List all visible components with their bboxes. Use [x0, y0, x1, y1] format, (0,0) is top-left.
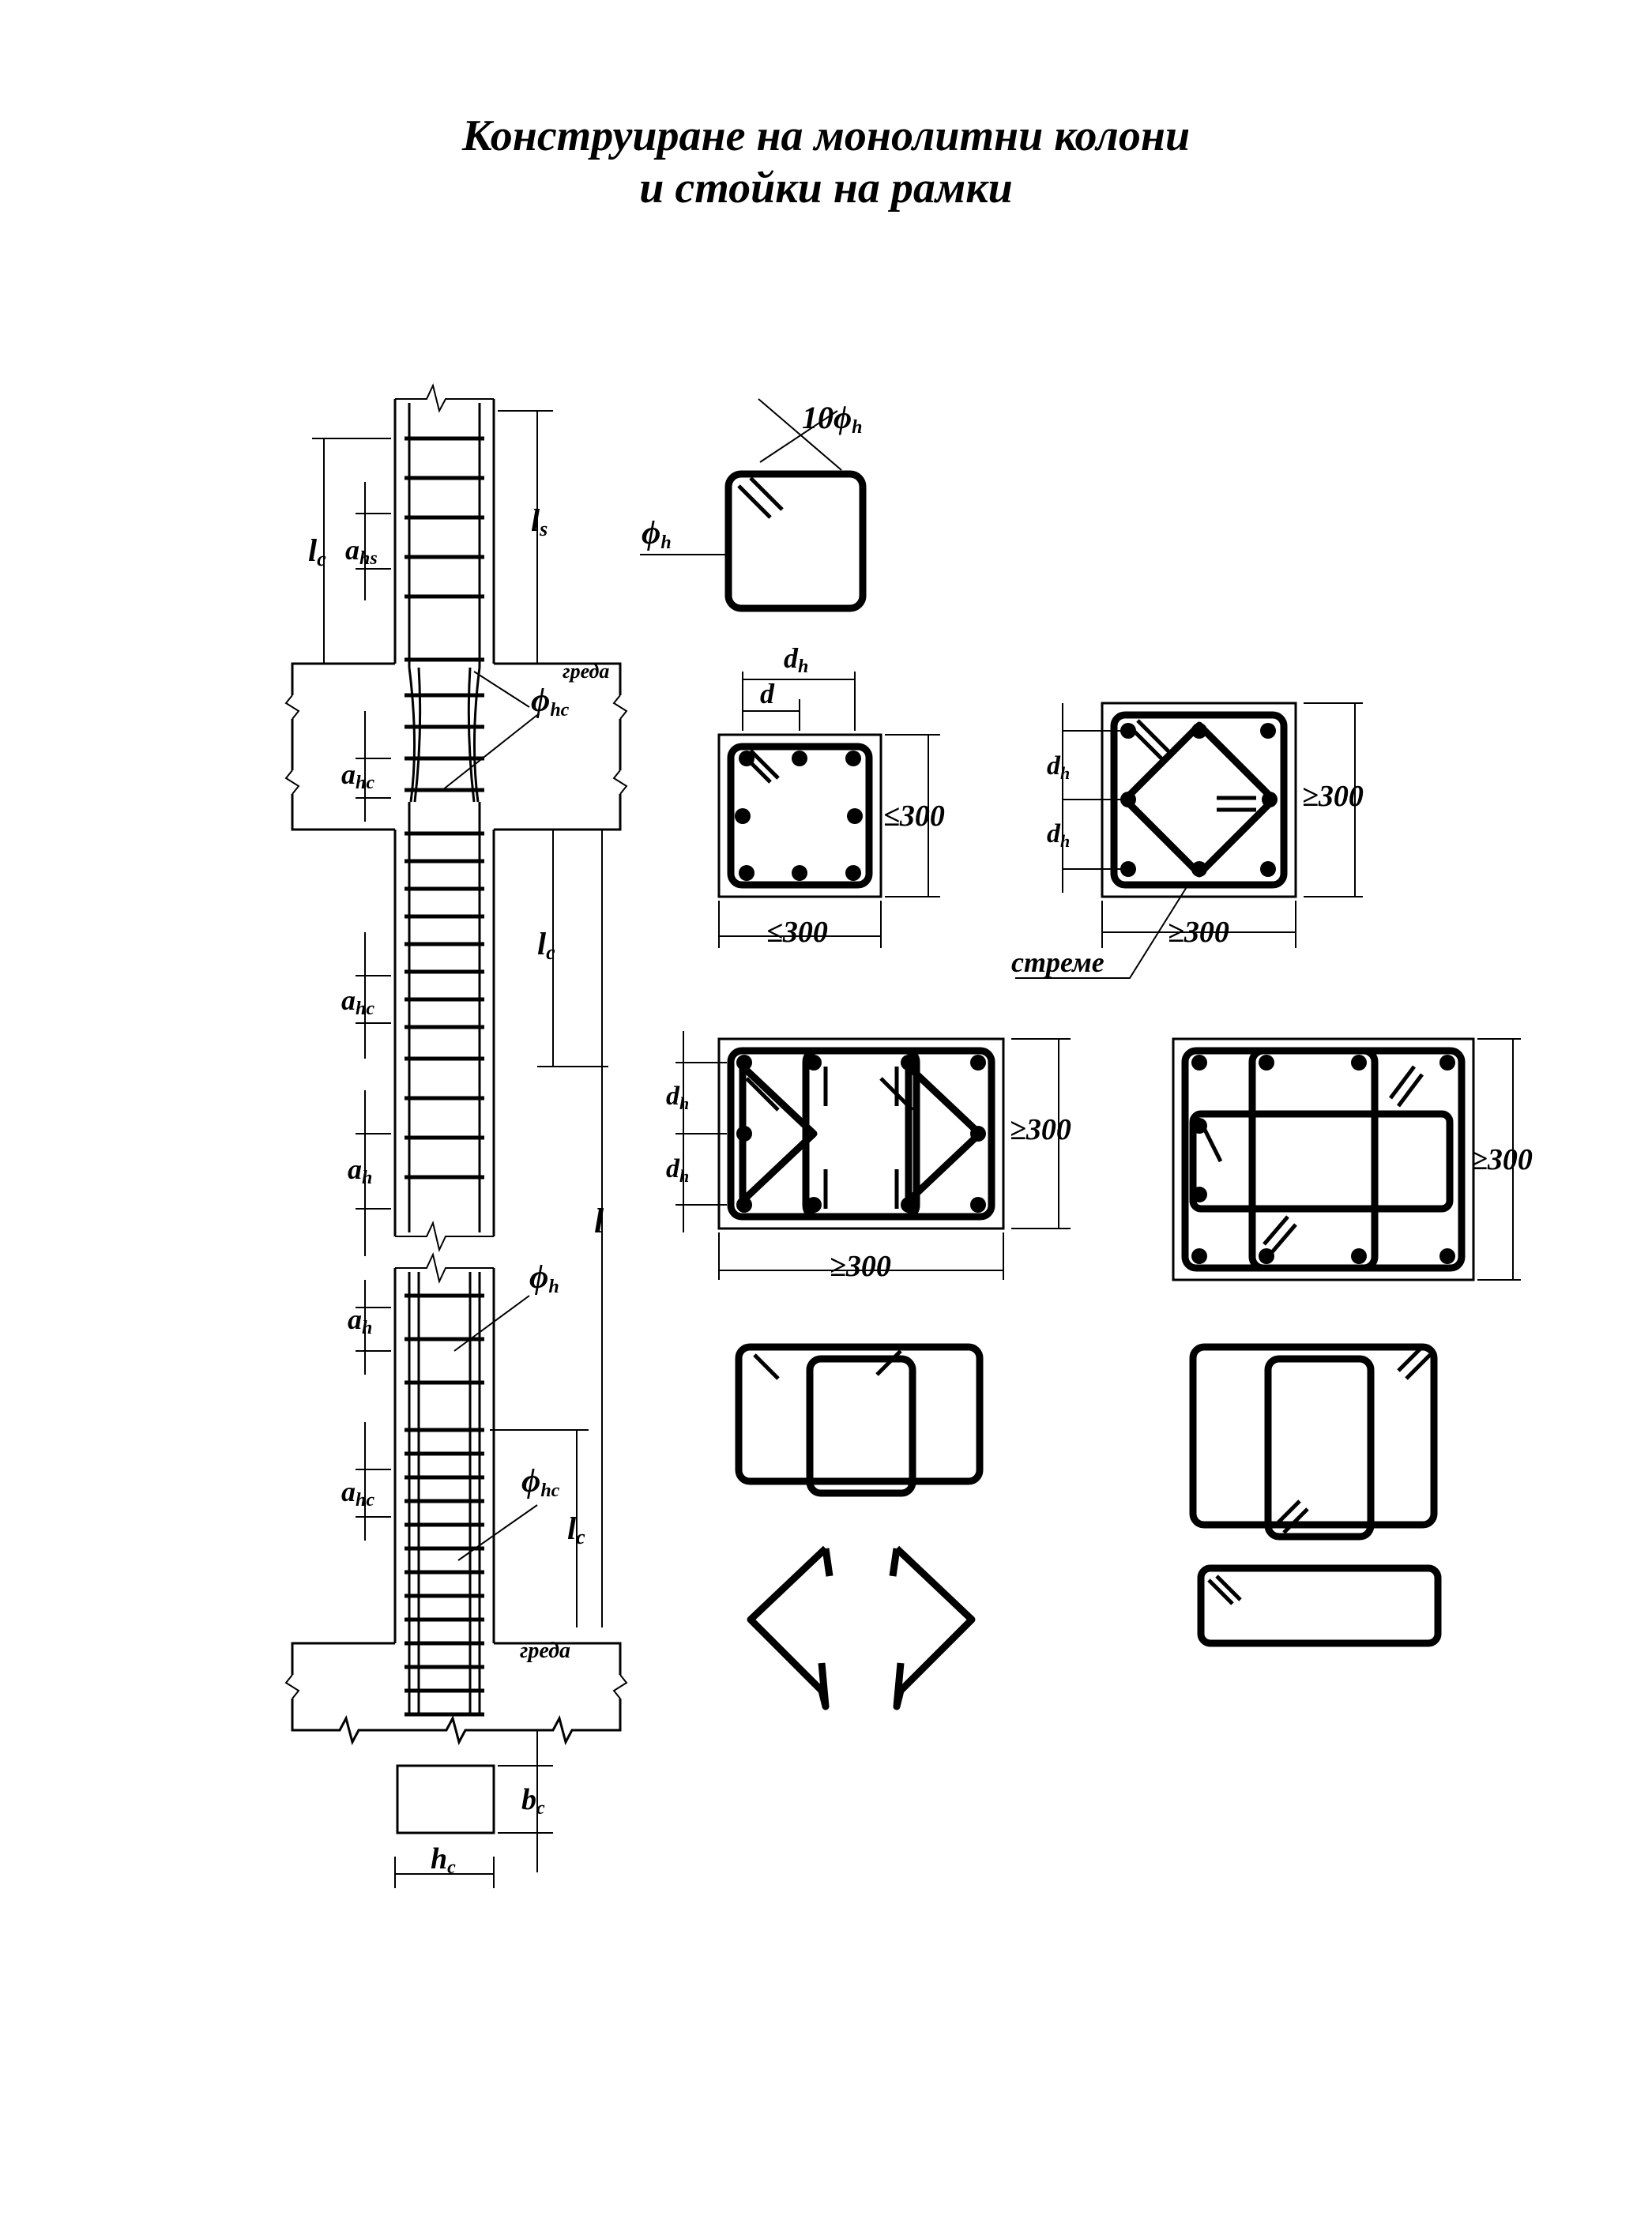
label-d-s1: d	[760, 678, 775, 709]
label-dh-s3a: dh	[666, 1082, 689, 1113]
label-ge300-v-s4: ≥300	[1471, 1143, 1533, 1176]
label-10phi-h: 10ϕh	[802, 400, 863, 438]
title-line-1: Конструиране на монолитни колони	[461, 111, 1191, 160]
label-ahs: ahs	[345, 534, 378, 569]
title-line-2: и стойки на рамки	[639, 164, 1013, 213]
label-ge300-v-s3: ≥300	[1010, 1113, 1071, 1146]
label-ls: ls	[531, 502, 548, 540]
label-phi-h-detail: ϕh	[642, 515, 672, 553]
label-greda-top: греда	[563, 660, 609, 683]
label-hc: hc	[431, 1842, 456, 1878]
section-rect-diamond: dh dh ≥300 ≥300	[666, 1031, 1071, 1283]
label-streme: стреме	[1011, 946, 1104, 978]
label-lc-bottom: lc	[567, 1511, 585, 1548]
section-rect-ties: ≥300	[1172, 1037, 1533, 1281]
label-ge300-h-s3: ≥300	[830, 1250, 891, 1283]
label-ge300-v-s2: ≥300	[1302, 780, 1364, 813]
exploded-stirrups-right	[1189, 1343, 1442, 1647]
section-small-square: dh d ≤300 ≤300	[717, 642, 945, 949]
label-ahc-1: ahc	[341, 758, 374, 793]
label-l: l	[594, 1202, 604, 1240]
label-greda-bottom: греда	[520, 1639, 570, 1663]
label-ah-1: ah	[348, 1153, 372, 1188]
label-ge300-h-s2: ≥300	[1168, 916, 1229, 949]
dimension-lines-left	[312, 410, 608, 1888]
label-phi-hc-bottom: ϕhc	[521, 1463, 560, 1501]
label-le300-h: ≤300	[766, 916, 828, 949]
exploded-stirrups-left	[735, 1343, 984, 1710]
label-bc: bc	[521, 1783, 545, 1819]
stirrup-hook-detail: 10ϕh ϕh	[640, 398, 867, 612]
elevation-labels: lc ahs ls греда ϕhc ahc lc ahc ah l ϕh a…	[308, 502, 609, 1878]
column-stirrups	[405, 436, 484, 1717]
label-ahc-2: ahc	[341, 984, 374, 1019]
section-large-square: dh dh ≥300 ≥300 стреме	[1011, 702, 1364, 979]
label-lc-top: lc	[308, 532, 326, 570]
label-phi-h: ϕh	[529, 1259, 559, 1297]
label-dh-s3b: dh	[666, 1154, 689, 1186]
label-ah-2: ah	[348, 1304, 372, 1338]
label-phi-hc-top: ϕhc	[531, 683, 570, 721]
label-ahc-3: ahc	[341, 1476, 374, 1511]
label-dh-s1: dh	[784, 642, 808, 677]
label-dh-s2a: dh	[1047, 751, 1070, 783]
label-le300-v: ≤300	[883, 800, 945, 833]
label-dh-s2b: dh	[1047, 819, 1070, 851]
label-lc-mid: lc	[537, 926, 555, 964]
column-elevation	[284, 383, 628, 1834]
